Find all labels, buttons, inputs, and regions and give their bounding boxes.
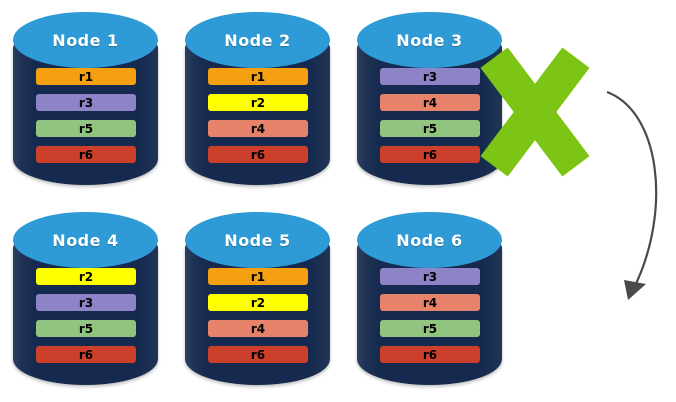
replica-bar[interactable]: r6 bbox=[208, 346, 308, 363]
replica-bar[interactable]: r4 bbox=[380, 94, 480, 111]
replica-list: r1 r2 r4 r6 bbox=[185, 212, 330, 385]
replica-bar[interactable]: r5 bbox=[380, 120, 480, 137]
replica-list: r1 r3 r5 r6 bbox=[13, 12, 158, 185]
replica-bar[interactable]: r2 bbox=[208, 294, 308, 311]
replica-bar[interactable]: r4 bbox=[208, 320, 308, 337]
replica-bar[interactable]: r3 bbox=[380, 268, 480, 285]
replica-bar[interactable]: r1 bbox=[208, 268, 308, 285]
failover-arrow-head bbox=[624, 280, 646, 300]
replica-bar[interactable]: r2 bbox=[208, 94, 308, 111]
replica-list: r3 r4 r5 r6 bbox=[357, 12, 502, 185]
db-node-node-1[interactable]: Node 1 r1 r3 r5 r6 bbox=[13, 12, 158, 185]
replica-bar[interactable]: r5 bbox=[36, 320, 136, 337]
node-label: Node 6 bbox=[396, 230, 463, 250]
replica-bar[interactable]: r3 bbox=[36, 94, 136, 111]
db-node-node-5[interactable]: Node 5 r1 r2 r4 r6 bbox=[185, 212, 330, 385]
replica-bar[interactable]: r2 bbox=[36, 268, 136, 285]
replica-list: r3 r4 r5 r6 bbox=[357, 212, 502, 385]
replica-list: r2 r3 r5 r6 bbox=[13, 212, 158, 385]
node-label: Node 3 bbox=[396, 30, 463, 50]
replica-bar[interactable]: r1 bbox=[36, 68, 136, 85]
db-node-node-2[interactable]: Node 2 r1 r2 r4 r6 bbox=[185, 12, 330, 185]
replica-bar[interactable]: r3 bbox=[380, 68, 480, 85]
cylinder-top bbox=[357, 12, 502, 68]
replica-bar[interactable]: r5 bbox=[380, 320, 480, 337]
replica-bar[interactable]: r5 bbox=[36, 120, 136, 137]
replica-bar[interactable]: r6 bbox=[36, 346, 136, 363]
db-node-node-6[interactable]: Node 6 r3 r4 r5 r6 bbox=[357, 212, 502, 385]
replica-bar[interactable]: r1 bbox=[208, 68, 308, 85]
replica-list: r1 r2 r4 r6 bbox=[185, 12, 330, 185]
cylinder-top bbox=[185, 212, 330, 268]
replica-bar[interactable]: r6 bbox=[208, 146, 308, 163]
node-label: Node 4 bbox=[52, 230, 119, 250]
node-label: Node 2 bbox=[224, 30, 291, 50]
db-node-node-4[interactable]: Node 4 r2 r3 r5 r6 bbox=[13, 212, 158, 385]
replica-bar[interactable]: r6 bbox=[380, 146, 480, 163]
node-label: Node 1 bbox=[52, 30, 119, 50]
failover-arrow-path bbox=[606, 90, 658, 289]
replica-bar[interactable]: r3 bbox=[36, 294, 136, 311]
cylinder-top bbox=[185, 12, 330, 68]
cylinder-top bbox=[357, 212, 502, 268]
replica-bar[interactable]: r4 bbox=[208, 120, 308, 137]
db-node-node-3[interactable]: Node 3 r3 r4 r5 r6 bbox=[357, 12, 502, 185]
cylinder-top bbox=[13, 212, 158, 268]
cylinder-top bbox=[13, 12, 158, 68]
replica-bar[interactable]: r6 bbox=[36, 146, 136, 163]
replica-bar[interactable]: r6 bbox=[380, 346, 480, 363]
node-label: Node 5 bbox=[224, 230, 291, 250]
replica-bar[interactable]: r4 bbox=[380, 294, 480, 311]
